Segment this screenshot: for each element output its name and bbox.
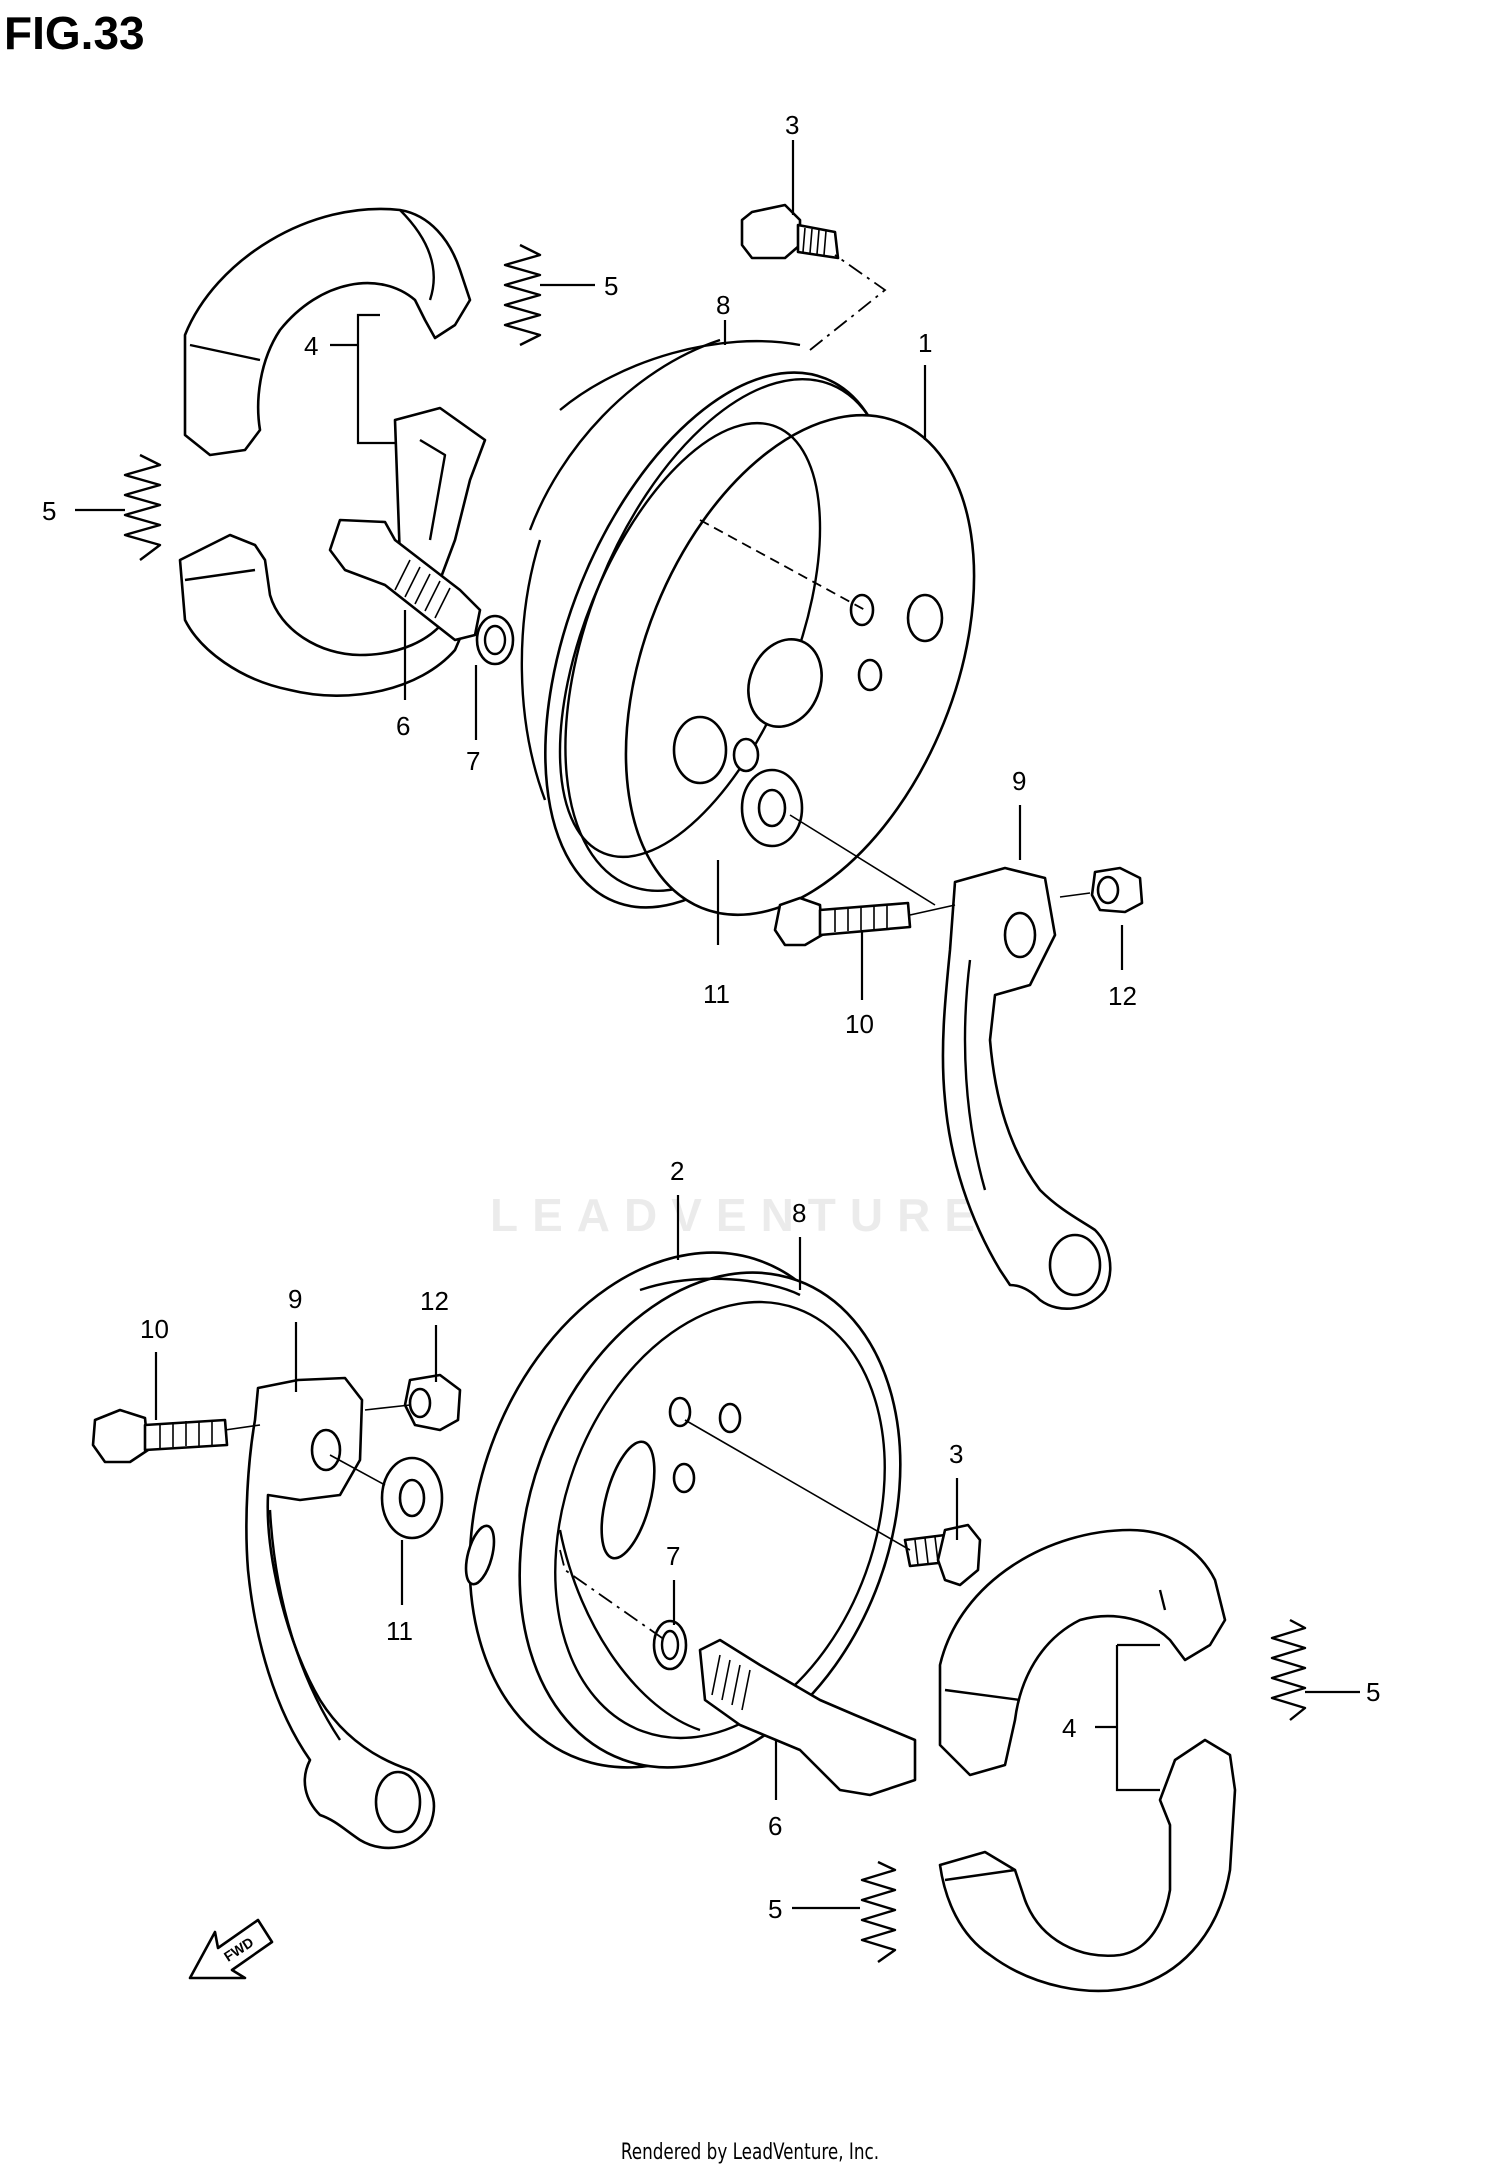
leader-washer-arm-bottom — [329, 1454, 386, 1486]
callout-12-top: 12 — [1108, 981, 1137, 1011]
callout-10-top: 10 — [845, 1009, 874, 1039]
leader-bolt3-bottom — [684, 1419, 911, 1551]
nut-top — [1090, 866, 1144, 914]
brake-arm-bottom — [245, 1376, 436, 1850]
leader-dashdot-top — [809, 254, 887, 351]
callout-line-4-top — [330, 313, 395, 445]
callout-8-top: 8 — [716, 290, 730, 320]
callout-7-top: 7 — [466, 746, 480, 776]
washer-bottom — [380, 1456, 444, 1540]
bolt-top — [740, 203, 840, 260]
callout-2: 2 — [670, 1156, 684, 1186]
camshaft-top — [328, 518, 482, 642]
seal-ring-top — [559, 339, 801, 411]
callout-12-bottom: 12 — [420, 1286, 449, 1316]
leader-bolt-top — [909, 904, 956, 916]
callout-line-4-bottom — [1095, 1643, 1160, 1792]
footer-credit: Rendered by LeadVenture, Inc. — [620, 2140, 880, 2165]
callout-5-top-right: 5 — [604, 271, 618, 301]
callout-1: 1 — [918, 328, 932, 358]
callout-11-top: 11 — [703, 979, 730, 1009]
spring-bottom-left — [860, 1860, 897, 1963]
seal-bottom — [652, 1619, 688, 1671]
brake-drum-bottom — [464, 1251, 902, 1769]
bolt-bottom — [903, 1523, 982, 1587]
spring-bottom-right — [1270, 1618, 1307, 1721]
camshaft-bottom — [698, 1638, 917, 1797]
brake-shoe-top-lower — [178, 406, 487, 697]
callout-11-bottom: 11 — [386, 1616, 413, 1646]
leader-bolt-bottom — [224, 1424, 261, 1431]
callout-9-bottom: 9 — [288, 1284, 302, 1314]
callout-6-top: 6 — [396, 711, 410, 741]
callout-5-bottom-left: 5 — [768, 1894, 782, 1924]
spring-top-left — [123, 453, 162, 561]
callout-10-bottom: 10 — [140, 1314, 169, 1344]
callout-4-bottom: 4 — [1062, 1713, 1076, 1743]
callout-3-bottom: 3 — [949, 1439, 963, 1469]
seal-top — [475, 614, 515, 666]
callout-3-top: 3 — [785, 110, 799, 140]
leader-dashdot-bottom — [559, 1549, 666, 1641]
leader-nut-bottom — [364, 1404, 411, 1411]
leader-nut-top — [1059, 892, 1091, 898]
leader-washer-arm-top — [789, 814, 936, 906]
nut-bottom — [403, 1373, 462, 1432]
washer-top — [740, 768, 804, 848]
figure-title: FIG.33 — [4, 7, 145, 59]
watermark: LEADVENTURE — [490, 1189, 990, 1241]
brake-shoe-top-upper — [183, 207, 472, 457]
callout-5-bottom-right: 5 — [1366, 1677, 1380, 1707]
brake-drum-top — [520, 338, 976, 917]
seal-ring-bottom — [639, 1277, 801, 1297]
callout-6-bottom: 6 — [768, 1811, 782, 1841]
spring-top-right — [503, 243, 542, 347]
bolt-arm-bottom — [91, 1408, 229, 1464]
callout-5-top-left: 5 — [42, 496, 56, 526]
brake-shoe-bottom-lower — [938, 1738, 1237, 1993]
callout-8-bottom: 8 — [792, 1198, 806, 1228]
callout-4-top: 4 — [304, 331, 318, 361]
callout-9-top: 9 — [1012, 766, 1026, 796]
bolt-arm-top — [773, 896, 912, 947]
brake-shoe-bottom-upper — [938, 1528, 1227, 1777]
fwd-arrow-icon: FWD — [188, 1918, 274, 1980]
callout-7-bottom: 7 — [666, 1541, 680, 1571]
brake-arm-top — [941, 866, 1112, 1310]
